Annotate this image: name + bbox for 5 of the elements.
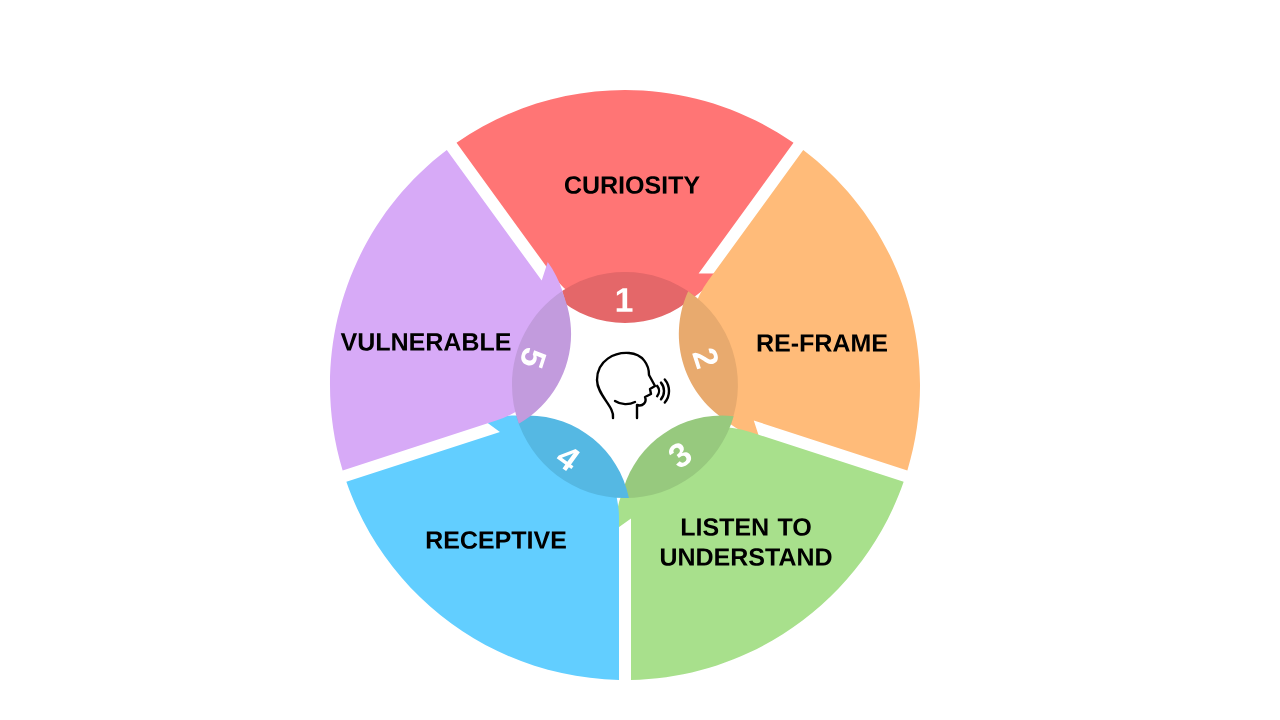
number-band: 5 [512,291,571,424]
number-band: 1 [555,272,695,323]
number-band: 2 [679,291,738,424]
number-band: 3 [621,415,734,498]
number-band: 4 [516,415,629,498]
